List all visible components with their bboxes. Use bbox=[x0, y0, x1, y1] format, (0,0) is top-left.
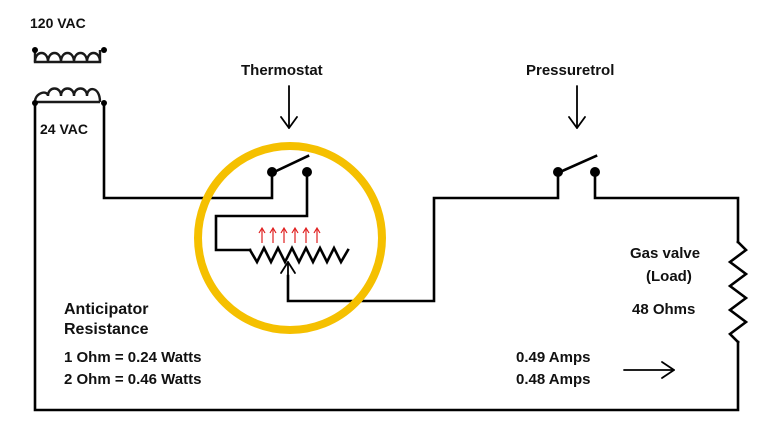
primary-voltage-label: 120 VAC bbox=[30, 15, 86, 31]
primary-coil-loops bbox=[33, 51, 102, 63]
load-resistance-value: 48 Ohms bbox=[632, 301, 695, 318]
circuit-wires bbox=[33, 102, 740, 412]
wire-anticipator-to-pressuretrol bbox=[286, 170, 560, 303]
wire-thermostat-to-anticipator bbox=[214, 170, 309, 252]
heat-arrows-icon bbox=[258, 226, 321, 243]
thermostat-switch-contact-left bbox=[267, 167, 277, 177]
pressuretrol-down-arrow-icon bbox=[568, 85, 586, 129]
anticipator-wiper-arrow-icon bbox=[280, 261, 296, 294]
load-name-line2: (Load) bbox=[646, 268, 692, 285]
pressuretrol-switch-contact-left bbox=[553, 167, 563, 177]
current-value-1: 0.49 Amps bbox=[516, 349, 590, 366]
thermostat-label: Thermostat bbox=[241, 62, 323, 79]
anticipator-resistor bbox=[248, 245, 350, 265]
anticipator-resistance-info: Anticipator Resistance 1 Ohm = 0.24 Watt… bbox=[64, 301, 201, 388]
thermostat-down-arrow-icon bbox=[280, 85, 298, 129]
wire-transformer-to-thermostat bbox=[102, 102, 274, 200]
transformer: 120 VAC 24 VAC bbox=[30, 15, 107, 137]
gas-valve-load: Gas valve (Load) 48 Ohms bbox=[630, 240, 749, 344]
primary-terminal-right bbox=[101, 47, 107, 53]
anticipator-title-line1: Anticipator bbox=[64, 301, 148, 318]
load-resistor bbox=[727, 240, 749, 344]
primary-terminal-left bbox=[32, 47, 38, 53]
pressuretrol-switch-blade bbox=[558, 154, 598, 174]
wire-pressuretrol-to-load bbox=[593, 170, 740, 244]
current-info: 0.49 Amps 0.48 Amps bbox=[516, 349, 675, 388]
pressuretrol-label: Pressuretrol bbox=[526, 62, 614, 79]
anticipator-value-1: 1 Ohm = 0.24 Watts bbox=[64, 349, 201, 366]
thermostat-switch-blade bbox=[272, 154, 310, 174]
primary-coil bbox=[33, 50, 102, 64]
thermostat-highlight-circle bbox=[194, 142, 386, 334]
pressuretrol: Pressuretrol bbox=[526, 62, 614, 177]
current-value-2: 0.48 Amps bbox=[516, 371, 590, 388]
current-direction-arrow-icon bbox=[623, 361, 675, 379]
wire-load-return bbox=[33, 102, 740, 412]
secondary-coil-loops bbox=[33, 87, 102, 103]
anticipator-value-2: 2 Ohm = 0.46 Watts bbox=[64, 371, 201, 388]
thermostat: Thermostat bbox=[194, 62, 386, 334]
secondary-voltage-label: 24 VAC bbox=[40, 121, 88, 137]
load-name-line1: Gas valve bbox=[630, 245, 700, 262]
anticipator-title-line2: Resistance bbox=[64, 321, 149, 338]
pressuretrol-switch-contact-right bbox=[590, 167, 600, 177]
thermostat-switch-contact-right bbox=[302, 167, 312, 177]
